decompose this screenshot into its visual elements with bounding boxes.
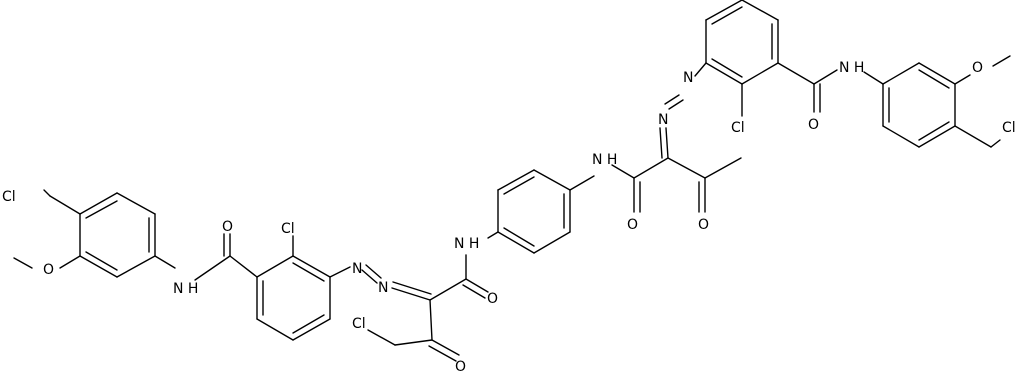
right-chloromethyl-group xyxy=(954,125,1001,148)
center-left-amide-oxygen: O xyxy=(487,291,498,307)
right-azo-nitrogen-2: N xyxy=(683,70,693,86)
acetyl-branch xyxy=(667,157,742,213)
right-keto-oxygen: O xyxy=(698,217,709,233)
left-hydrazone-carbon-double-bond xyxy=(391,281,432,301)
center-left-amide-carbonyl xyxy=(429,278,489,301)
left-azo-nitrogen-2: N xyxy=(378,280,388,296)
right-azo-nitrogen-1: N xyxy=(658,112,668,128)
right-chlorophenyl-ring xyxy=(705,0,779,85)
left-aryl-chlorine: Cl xyxy=(281,221,295,237)
chloroethyl-chlorine: Cl xyxy=(352,316,366,332)
right-methoxy-chloromethyl-phenyl-ring xyxy=(882,62,956,148)
left-chloromethyl-chlorine: Cl xyxy=(2,189,16,205)
right-amide-oxygen: O xyxy=(808,117,819,133)
left-methoxy-oxygen: O xyxy=(43,262,54,278)
left-azo-nitrogen-1: N xyxy=(352,261,362,277)
center-right-nh: N H xyxy=(592,152,617,168)
right-azo-double-bond xyxy=(664,94,684,110)
center-right-amide-oxygen: O xyxy=(627,217,638,233)
center-left-nh: N H xyxy=(454,236,479,252)
left-amide-oxygen: O xyxy=(222,219,233,235)
right-amide-carbonyl xyxy=(777,62,821,113)
chloroethyl-ketone-branch xyxy=(367,299,460,362)
right-methoxy-oxygen: O xyxy=(972,60,983,76)
right-chloromethyl-chlorine: Cl xyxy=(1002,120,1016,136)
left-azo-double-bond xyxy=(361,264,382,284)
left-chlorophenyl-ring xyxy=(256,255,331,341)
left-methoxy-group xyxy=(13,255,81,269)
left-keto-oxygen: O xyxy=(455,359,466,372)
left-methoxy-chloromethyl-phenyl-ring xyxy=(79,192,156,278)
left-chloromethyl-group xyxy=(43,189,81,215)
right-amide-nh: N H xyxy=(839,60,864,76)
right-hydrazone-carbon-double-bond xyxy=(659,127,669,159)
center-right-amide-carbonyl xyxy=(611,164,641,213)
central-phenylene-ring xyxy=(497,169,571,254)
left-amide-carbonyl xyxy=(194,233,231,281)
right-aryl-chlorine: Cl xyxy=(731,120,745,136)
left-amide-nh: N H xyxy=(173,281,198,297)
right-methoxy-group xyxy=(954,55,1011,85)
